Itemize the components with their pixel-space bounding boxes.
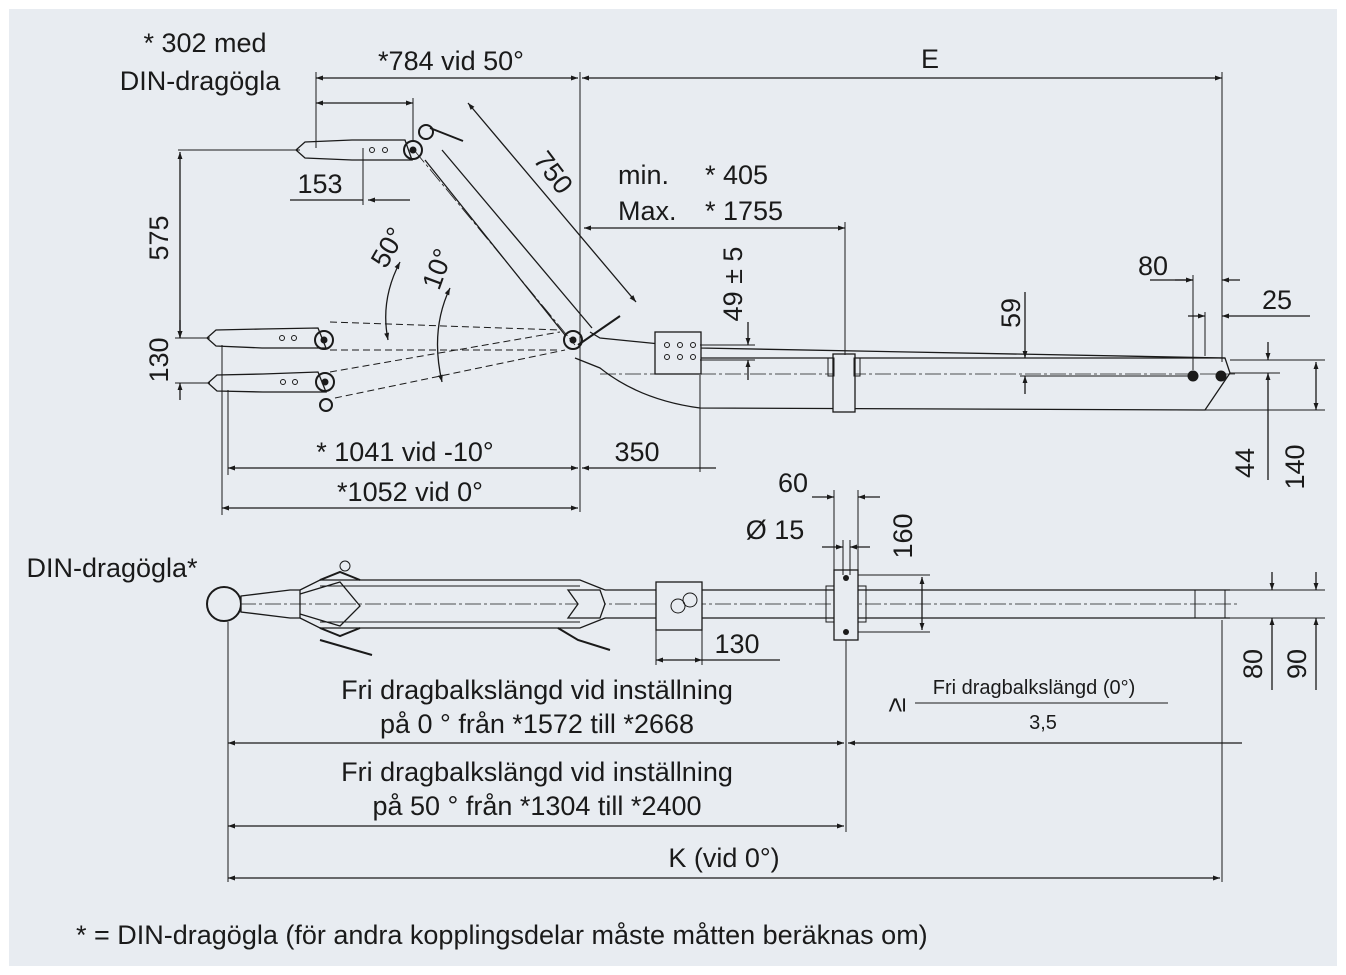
label-60: 60 xyxy=(778,468,808,498)
label-free-length-0-line2: på 0 ° från *1572 till *2668 xyxy=(380,709,694,739)
label-153: 153 xyxy=(297,169,342,199)
angle-arc-10 xyxy=(436,287,451,383)
label-750: 750 xyxy=(528,146,579,200)
drawing-background xyxy=(9,9,1337,966)
label-80-top: 80 xyxy=(1138,251,1168,281)
din-eye xyxy=(206,586,242,622)
label-max: Max. xyxy=(618,196,677,226)
label-d15: Ø 15 xyxy=(746,515,805,545)
mounting-plate-plan xyxy=(655,581,703,631)
label-K: K (vid 0°) xyxy=(668,843,779,873)
label-80-right: 80 xyxy=(1238,649,1268,679)
label-575: 575 xyxy=(144,215,174,260)
label-free-length-0-line1: Fri dragbalkslängd vid inställning xyxy=(341,675,733,705)
label-130-bottom: 130 xyxy=(714,629,759,659)
label-min: min. xyxy=(618,160,669,190)
label-formula-numerator: Fri dragbalkslängd (0°) xyxy=(933,677,1136,699)
label-49: 49 ± 5 xyxy=(718,247,748,322)
label-1052: *1052 vid 0° xyxy=(337,477,483,507)
dimline-750 xyxy=(467,102,637,303)
side-view xyxy=(175,72,1325,515)
label-350: 350 xyxy=(614,437,659,467)
note-302-line2: DIN-dragögla xyxy=(120,66,282,96)
mounting-plate xyxy=(654,331,702,375)
label-90: 90 xyxy=(1282,649,1312,679)
note-302-line1: * 302 med xyxy=(143,28,266,58)
rear-hole-2 xyxy=(1215,370,1227,382)
drawbar-0-deg xyxy=(206,321,561,351)
beam-clamp xyxy=(832,353,856,413)
label-geq: ≥ xyxy=(881,698,911,713)
label-formula-denominator: 3,5 xyxy=(1029,712,1057,734)
label-free-length-50-line2: på 50 ° från *1304 till *2400 xyxy=(372,791,701,821)
drawbar-minus10-deg xyxy=(207,331,566,412)
value-max: * 1755 xyxy=(705,196,783,226)
label-angle-50: 50° xyxy=(365,222,411,272)
label-160: 160 xyxy=(888,513,918,558)
rear-hole-1 xyxy=(1187,370,1199,382)
label-44: 44 xyxy=(1230,448,1260,478)
plan-view xyxy=(206,490,1325,882)
label-784: *784 vid 50° xyxy=(378,46,524,76)
label-140: 140 xyxy=(1280,444,1310,489)
label-angle-10: 10° xyxy=(416,245,458,294)
value-min: * 405 xyxy=(705,160,768,190)
label-free-length-50-line1: Fri dragbalkslängd vid inställning xyxy=(341,757,733,787)
label-25: 25 xyxy=(1262,285,1292,315)
labels: * 302 med DIN-dragögla *784 vid 50° E 75… xyxy=(26,28,1312,950)
angle-arc-50 xyxy=(384,261,401,341)
label-E: E xyxy=(921,44,939,74)
label-1041: * 1041 vid -10° xyxy=(316,437,493,467)
pivot xyxy=(563,330,583,350)
main-beam-side xyxy=(574,331,1231,411)
label-130-left: 130 xyxy=(144,337,174,382)
label-59: 59 xyxy=(996,298,1026,328)
label-din-dragogla: DIN-dragögla* xyxy=(26,553,198,583)
footnote: * = DIN-dragögla (för andra kopplingsdel… xyxy=(76,920,928,950)
